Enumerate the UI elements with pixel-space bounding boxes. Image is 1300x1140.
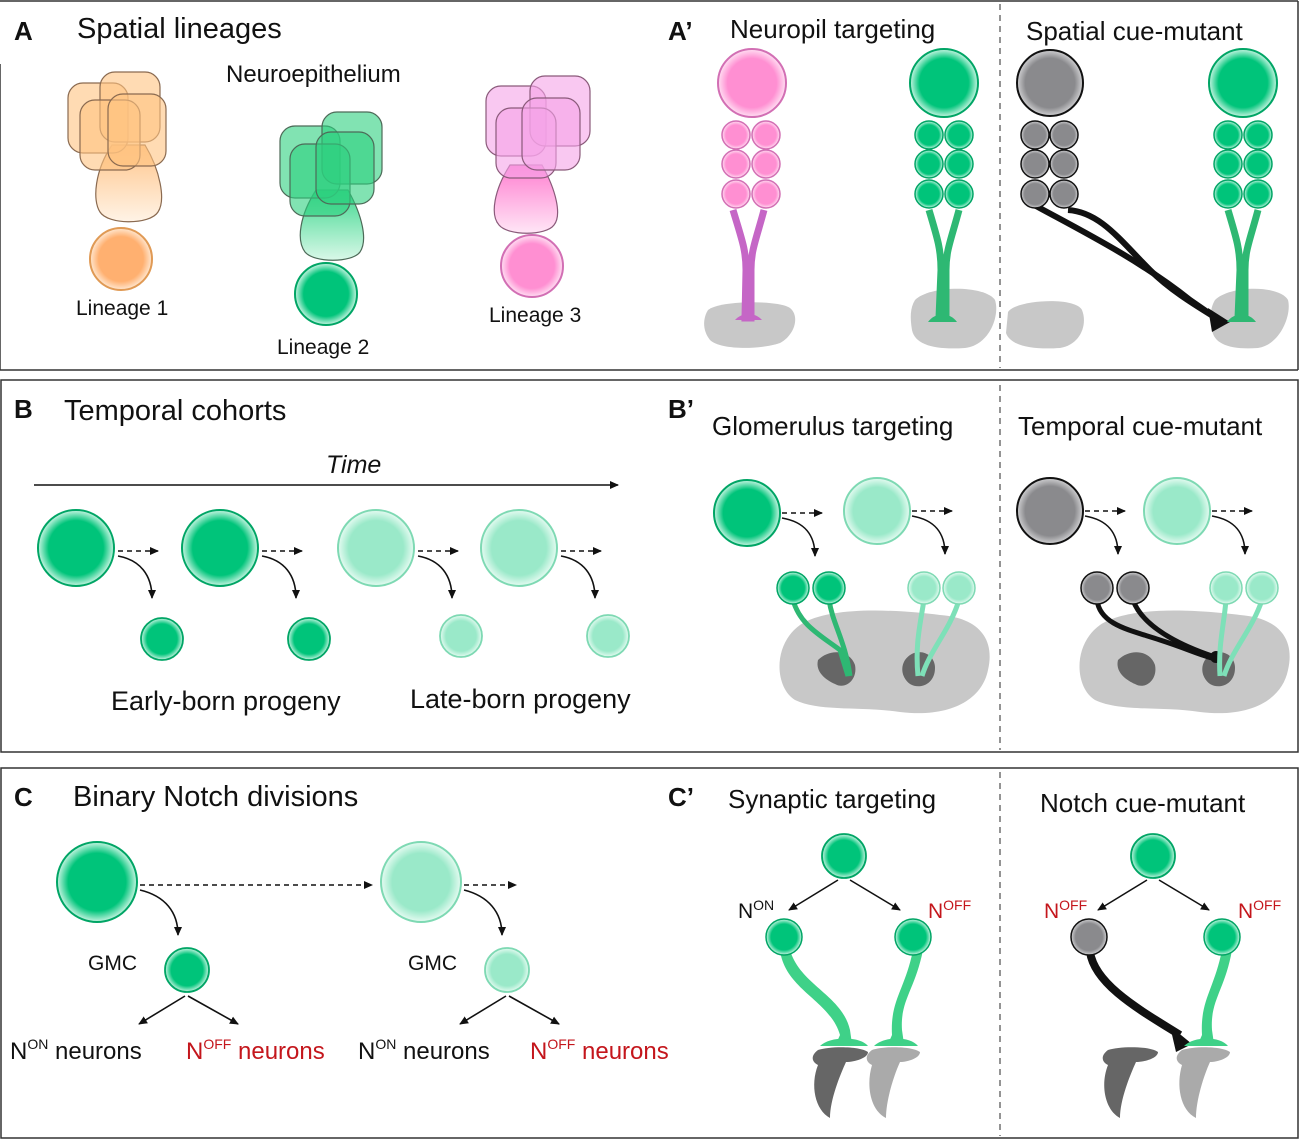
noff-label-right-1: NOFF <box>1044 897 1087 923</box>
antennal-lobe-left <box>779 610 990 714</box>
synaptic-right-arrows <box>1097 879 1210 911</box>
neuroepithelium-label: Neuroepithelium <box>226 61 401 88</box>
mutant-lineage-column <box>1016 49 1230 332</box>
early-born-label: Early-born progeny <box>111 686 341 716</box>
synaptic-targeting-title: Synaptic targeting <box>728 784 936 814</box>
non-neurons-label-2: NON neurons <box>358 1036 490 1065</box>
synaptic-right-neurons <box>1070 918 1241 1052</box>
noff-label-right-2: NOFF <box>1238 897 1281 923</box>
lineage-2-neuroepithelium <box>279 111 383 261</box>
panel-letter-c-prime: C’ <box>668 782 694 812</box>
pink-lineage-column <box>717 48 787 322</box>
temporal-progeny <box>140 614 630 661</box>
noff-neurons-label-1: NOFF neurons <box>186 1036 325 1065</box>
synaptic-left-neurons <box>765 918 932 1046</box>
lineage-3-neuroepithelium <box>485 75 591 234</box>
green-lineage-column-right <box>1208 48 1278 322</box>
neuropil-targeting-title: Neuropil targeting <box>730 14 935 44</box>
spatial-cue-mutant-title: Spatial cue-mutant <box>1026 16 1244 46</box>
notch-cue-mutant-title: Notch cue-mutant <box>1040 788 1246 818</box>
synaptic-left-arrows <box>788 879 901 911</box>
lineage-2-label: Lineage 2 <box>277 336 369 359</box>
gmc-synaptic-right <box>1130 833 1176 879</box>
panel-letter-c: C <box>14 782 33 812</box>
late-neurons-targeting-mutant-panel <box>1209 571 1279 677</box>
lineage-2-neuroblast <box>294 262 358 326</box>
non-label-left: NON <box>738 897 774 923</box>
panel-letter-a-prime: A’ <box>668 16 693 46</box>
gmc-label-2: GMC <box>408 952 457 975</box>
panel-letter-a: A <box>14 16 33 46</box>
lineage-3-neuroblast <box>500 234 564 298</box>
noff-label-left: NOFF <box>928 897 971 923</box>
time-label: Time <box>326 451 381 479</box>
lineage-1-neuroepithelium <box>67 71 167 223</box>
gmc-synaptic-left <box>821 833 867 879</box>
glomerulus-targeting-title: Glomerulus targeting <box>712 411 953 441</box>
lineage-1-neuroblast <box>89 227 153 291</box>
neuroblast-early <box>56 841 138 923</box>
glomerulus-right-1 <box>1117 652 1156 686</box>
temporal-neuroblasts <box>37 509 558 587</box>
late-neurons-targeting <box>907 571 976 677</box>
notch-division-arrows <box>138 881 560 1025</box>
gmc-early <box>164 947 210 993</box>
panel-a-title: Spatial lineages <box>77 13 282 45</box>
glomerulus-division-arrows <box>781 507 1253 557</box>
antennal-lobe-right <box>1079 610 1290 714</box>
postsynaptic-target-left-1 <box>812 1047 868 1118</box>
green-lineage-column-left <box>909 48 979 322</box>
panel-b-title: Temporal cohorts <box>64 395 286 427</box>
glomerulus-targeting-neuroblasts <box>713 477 1211 547</box>
panel-letter-b: B <box>14 394 33 424</box>
neuropil-a1 <box>704 302 796 348</box>
temporal-cue-mutant-title: Temporal cue-mutant <box>1018 411 1263 441</box>
mutant-neurons-mistargeting <box>1080 571 1222 663</box>
gmc-label-1: GMC <box>88 952 137 975</box>
panel-c-title: Binary Notch divisions <box>73 781 358 813</box>
temporal-division-arrows <box>117 547 602 599</box>
postsynaptic-target-right-1 <box>1102 1047 1158 1118</box>
noff-neurons-label-2: NOFF neurons <box>530 1036 669 1065</box>
late-born-label: Late-born progeny <box>410 684 631 714</box>
postsynaptic-target-left-2 <box>866 1047 920 1118</box>
lineage-1-label: Lineage 1 <box>76 297 168 320</box>
early-neurons-targeting <box>776 571 853 677</box>
neuropil-a3 <box>1006 301 1084 349</box>
neuroblast-late <box>380 841 462 923</box>
lineage-3-label: Lineage 3 <box>489 304 581 327</box>
gmc-late <box>484 947 530 993</box>
non-neurons-label-1: NON neurons <box>10 1036 142 1065</box>
panel-letter-b-prime: B’ <box>668 394 694 424</box>
postsynaptic-target-right-2 <box>1176 1047 1230 1118</box>
